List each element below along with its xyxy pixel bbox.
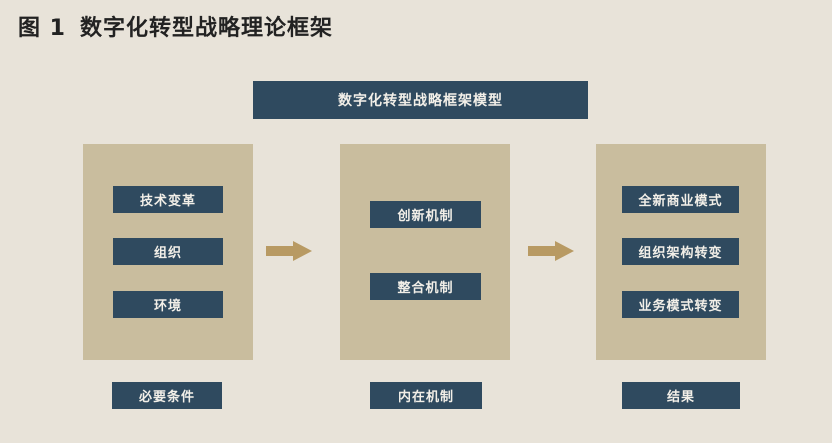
- arrow-right-icon: [528, 241, 574, 261]
- framework-banner: 数字化转型战略框架模型: [253, 81, 588, 119]
- caption-conditions: 必要条件: [112, 382, 222, 409]
- item-business-mode-change: 业务模式转变: [622, 291, 739, 318]
- item-innovation-mechanism: 创新机制: [370, 201, 481, 228]
- item-new-business-model: 全新商业模式: [622, 186, 739, 213]
- caption-mechanisms: 内在机制: [370, 382, 482, 409]
- item-organization: 组织: [113, 238, 223, 265]
- item-integration-mechanism: 整合机制: [370, 273, 481, 300]
- arrow-right-icon: [266, 241, 312, 261]
- item-environment: 环境: [113, 291, 223, 318]
- figure-number: 图 1: [18, 16, 66, 41]
- item-org-structure-change: 组织架构转变: [622, 238, 739, 265]
- panel-mechanisms: [340, 144, 510, 360]
- caption-results: 结果: [622, 382, 740, 409]
- item-tech-change: 技术变革: [113, 186, 223, 213]
- figure-title: 图 1 数字化转型战略理论框架: [18, 10, 333, 42]
- figure-title-text: 数字化转型战略理论框架: [79, 16, 333, 41]
